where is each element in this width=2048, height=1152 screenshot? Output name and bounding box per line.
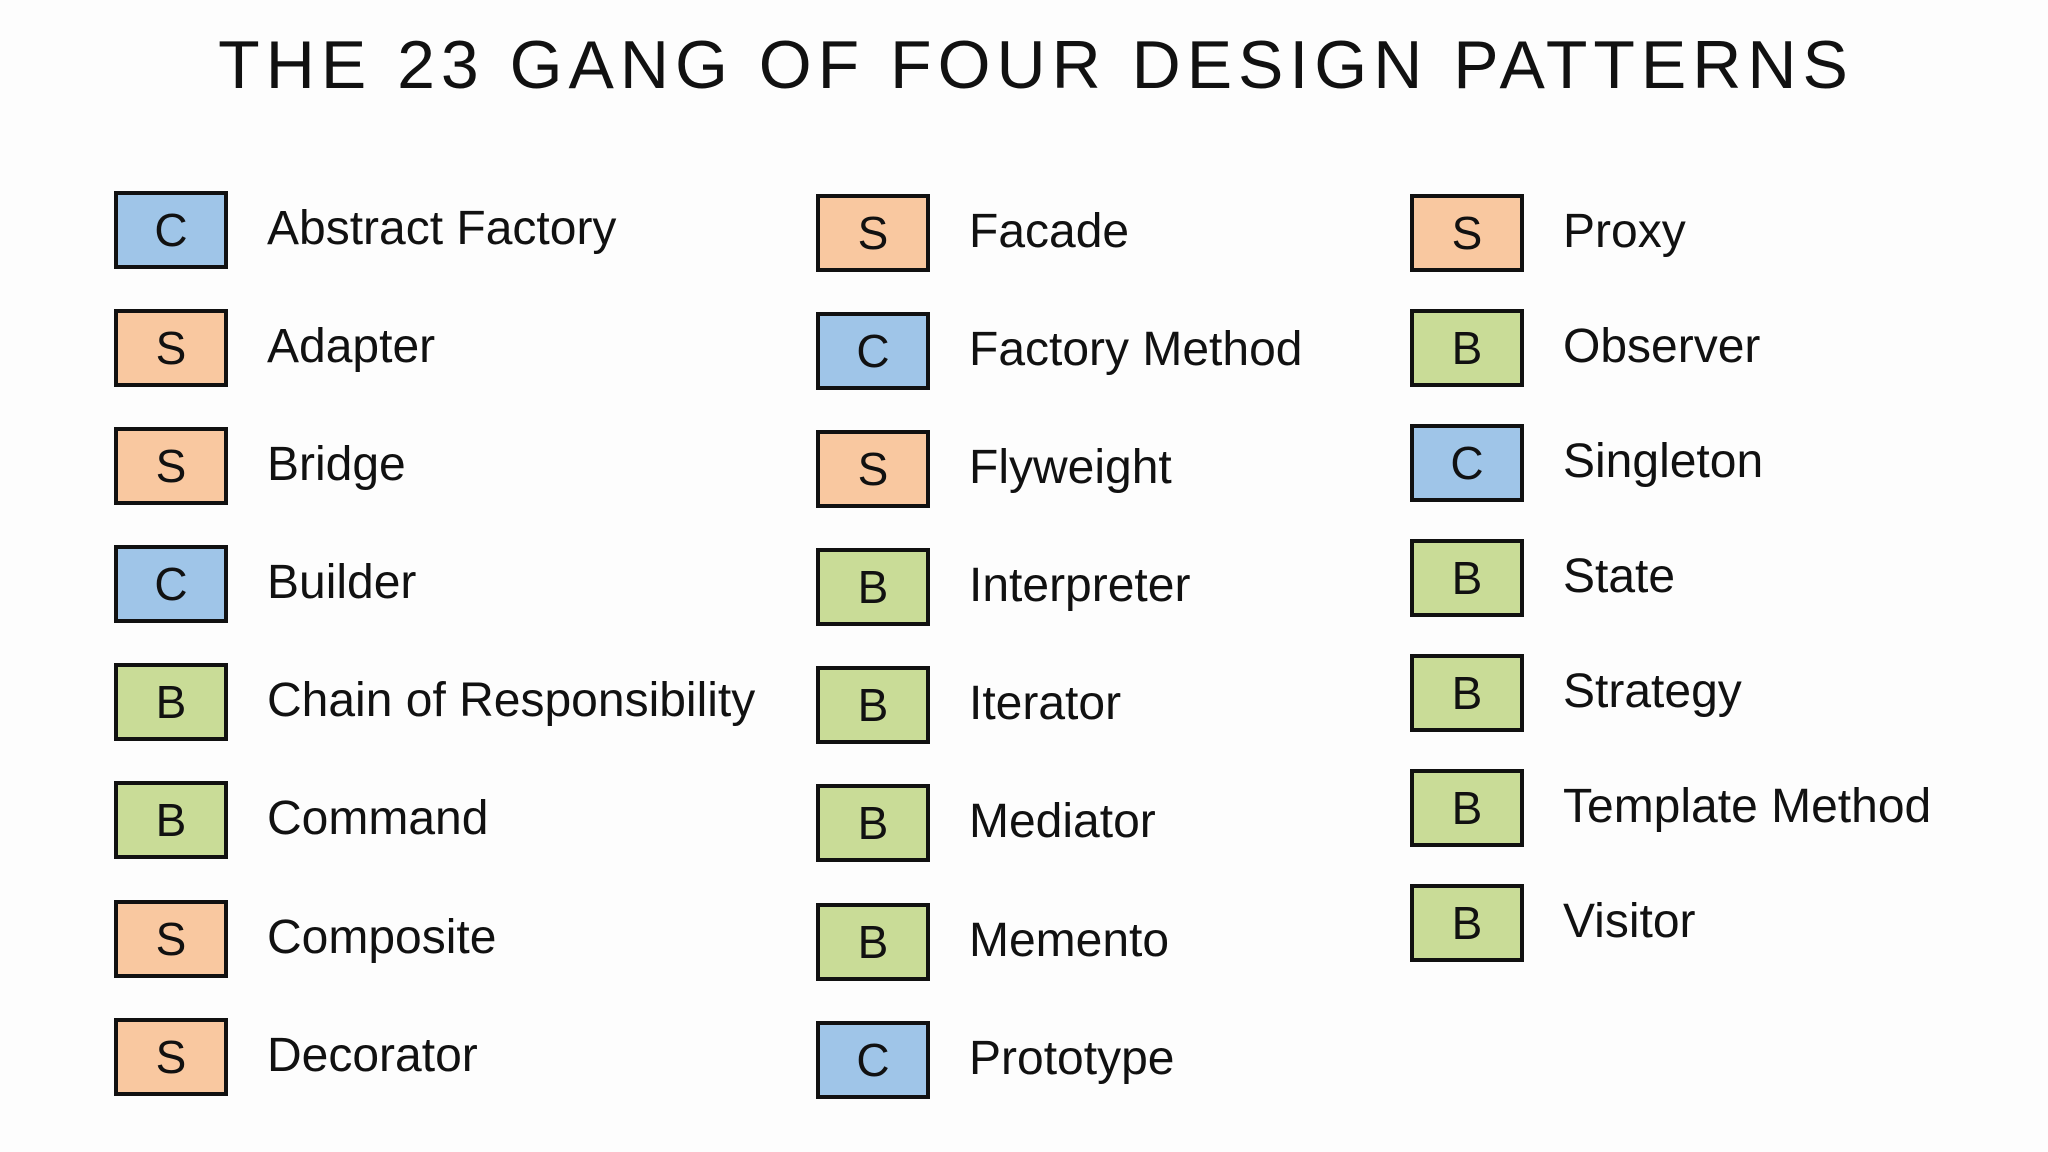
pattern-name: Builder xyxy=(267,556,417,609)
category-badge: C xyxy=(816,1021,930,1099)
pattern-name: State xyxy=(1563,550,1676,603)
category-badge: S xyxy=(114,1018,228,1096)
category-badge: B xyxy=(114,781,228,859)
category-badge: B xyxy=(1410,539,1524,617)
category-badge: S xyxy=(816,194,930,272)
pattern-name: Facade xyxy=(969,205,1130,258)
category-badge: C xyxy=(114,545,228,623)
category-badge: C xyxy=(114,191,228,269)
category-badge: B xyxy=(816,666,930,744)
pattern-name: Iterator xyxy=(969,677,1122,730)
category-badge: B xyxy=(816,903,930,981)
category-badge: S xyxy=(816,430,930,508)
pattern-name: Mediator xyxy=(969,795,1156,848)
pattern-name: Decorator xyxy=(267,1029,478,1082)
pattern-name: Bridge xyxy=(267,438,406,491)
pattern-name: Observer xyxy=(1563,320,1761,373)
page-title: THE 23 GANG OF FOUR DESIGN PATTERNS xyxy=(218,27,1854,103)
category-badge: B xyxy=(816,784,930,862)
pattern-name: Strategy xyxy=(1563,665,1742,718)
pattern-name: Singleton xyxy=(1563,435,1764,488)
pattern-name: Adapter xyxy=(267,320,436,373)
category-badge: S xyxy=(114,309,228,387)
category-badge: B xyxy=(816,548,930,626)
pattern-name: Memento xyxy=(969,914,1170,967)
pattern-name: Command xyxy=(267,792,489,845)
category-badge: C xyxy=(1410,424,1524,502)
category-badge: S xyxy=(1410,194,1524,272)
pattern-name: Visitor xyxy=(1563,895,1696,948)
pattern-name: Abstract Factory xyxy=(267,202,617,255)
pattern-name: Interpreter xyxy=(969,559,1191,612)
pattern-name: Prototype xyxy=(969,1032,1175,1085)
pattern-name: Composite xyxy=(267,911,497,964)
pattern-name: Template Method xyxy=(1563,780,1932,833)
category-badge: B xyxy=(1410,654,1524,732)
pattern-name: Chain of Responsibility xyxy=(267,674,756,727)
category-badge: B xyxy=(1410,884,1524,962)
pattern-name: Proxy xyxy=(1563,205,1686,258)
category-badge: C xyxy=(816,312,930,390)
pattern-name: Flyweight xyxy=(969,441,1172,494)
category-badge: B xyxy=(1410,769,1524,847)
category-badge: B xyxy=(114,663,228,741)
pattern-name: Factory Method xyxy=(969,323,1303,376)
category-badge: S xyxy=(114,900,228,978)
category-badge: S xyxy=(114,427,228,505)
category-badge: B xyxy=(1410,309,1524,387)
